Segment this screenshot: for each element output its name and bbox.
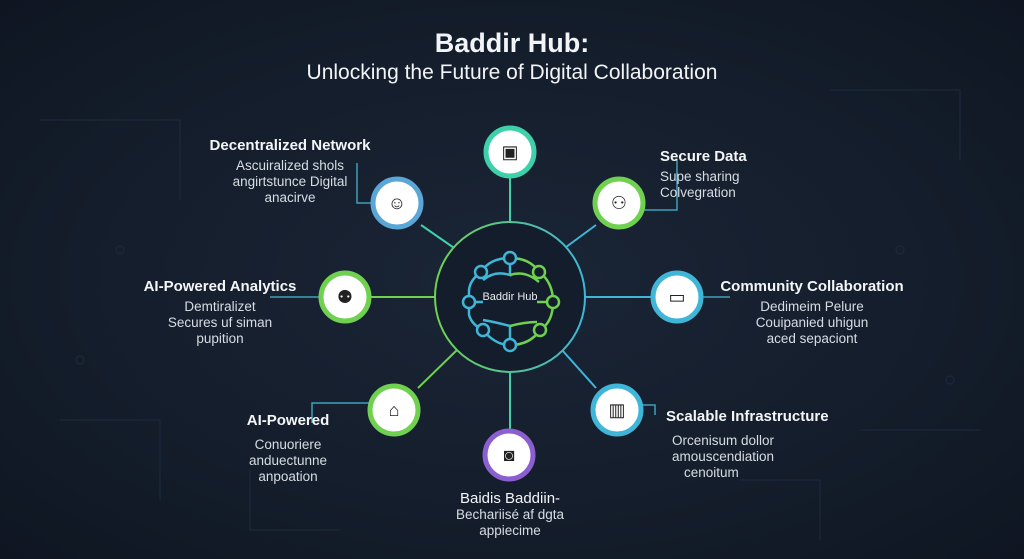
laptop-icon: ▭ [668,286,686,307]
page-subtitle: Unlocking the Future of Digital Collabor… [306,61,718,84]
user-profile-icon: ☺ [387,192,407,213]
page-title: Baddir Hub: [434,28,590,58]
feature-desc-line: pupition [196,331,244,346]
feature-title: Baidis Baddiin- [459,490,561,507]
feature-desc-line: Supe sharing [660,169,740,184]
server-icon: ▥ [608,399,626,420]
feature-desc-line: anacirve [264,190,316,205]
feature-title: AI-Powered Analytics [143,278,297,295]
feature-desc-line: Dedimeim Pelure [760,299,864,314]
feature-desc-line: Couipanied uhigun [755,315,869,330]
feature-desc-line: Demtiralizet [184,299,256,314]
feature-desc-line: anpoation [258,469,318,484]
feature-desc-line: Bechariisé af dgta [455,507,565,522]
feature-desc-line: Conuoriere [254,437,322,452]
document-icon: ◙ [503,444,515,465]
feature-desc-line: amouscendiation [672,449,775,464]
feature-desc-line: anduectunne [248,453,328,468]
feature-title: Community Collaboration [720,278,904,295]
feature-desc-line: Orcenisum dollor [672,433,775,448]
secure-user-icon: ⚇ [610,192,628,213]
chat-device-icon: ▣ [501,141,519,162]
ai-chat-icon: ⌂ [388,399,400,420]
feature-title: AI-Powered [246,412,330,429]
feature-desc-line: Ascuiralized shols [235,158,345,173]
feature-desc-line: Secures uf siman [167,315,273,330]
feature-desc-line: angirtstunce Digital [232,174,348,189]
feature-title: Decentralized Network [209,137,371,154]
feature-desc-line: appiecime [479,523,541,538]
analytics-people-icon: ⚉ [336,286,354,307]
feature-desc-line: cenoitum [684,465,739,480]
feature-desc-line: Colvegration [660,185,736,200]
feature-title: Scalable Infrastructure [666,408,829,425]
feature-decentralized-network: Decentralized Network Ascuiralized shols… [200,137,380,206]
feature-title: Secure Data [660,148,747,165]
feature-desc-line: aced sepaciont [766,331,858,346]
hub-network-icon [461,250,561,353]
feature-scalable-infrastructure: Scalable Infrastructure Orcenisum dollor… [666,408,866,481]
hub-label: Baddir Hub [482,291,538,303]
hub-ring [434,221,586,373]
